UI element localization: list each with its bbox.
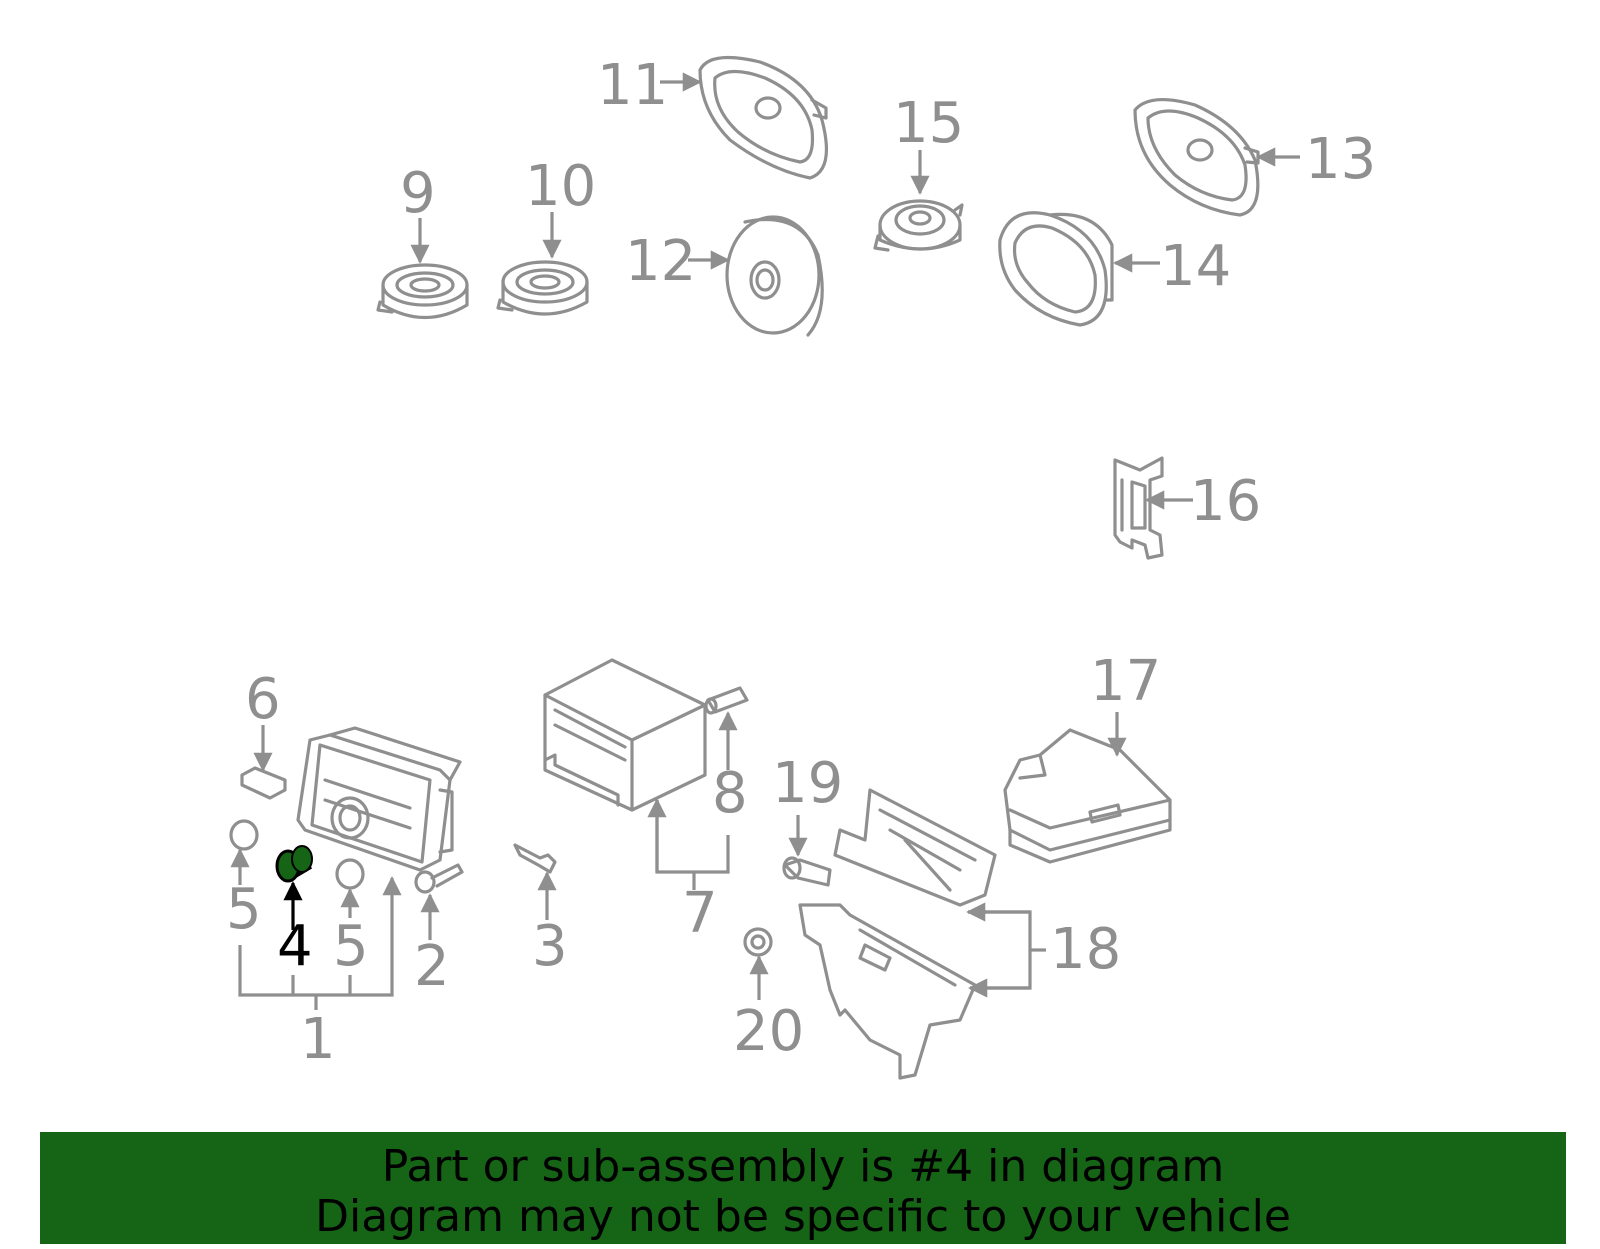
knob-5-left[interactable]: [229, 819, 259, 851]
label-20: 20: [733, 999, 804, 1064]
label-12: 12: [625, 229, 696, 294]
info-banner: Part or sub-assembly is #4 in diagram Di…: [40, 1132, 1566, 1244]
screw-3[interactable]: [513, 843, 557, 874]
bolt-19[interactable]: [782, 856, 832, 887]
knob-4-highlighted[interactable]: [275, 845, 313, 883]
leader-lines: [230, 72, 1300, 1010]
label-2: 2: [414, 934, 450, 999]
bracket-18[interactable]: [798, 788, 997, 1080]
label-10: 10: [525, 154, 596, 219]
knob-5-right[interactable]: [335, 858, 365, 890]
banner-line-1: Part or sub-assembly is #4 in diagram: [381, 1141, 1225, 1192]
label-5-left: 5: [226, 877, 262, 942]
label-1: 1: [300, 1007, 336, 1072]
label-17: 17: [1090, 649, 1161, 714]
module-7[interactable]: [543, 658, 707, 812]
banner-line-2: Diagram may not be specific to your vehi…: [315, 1191, 1291, 1242]
bracket-16[interactable]: [1113, 456, 1164, 560]
label-5-right: 5: [333, 914, 369, 979]
speaker-9[interactable]: [376, 263, 469, 320]
label-15: 15: [893, 91, 964, 156]
label-4: 4: [277, 914, 313, 979]
label-19: 19: [772, 751, 843, 816]
screw-2[interactable]: [414, 863, 464, 894]
label-8: 8: [712, 761, 748, 826]
pin-8[interactable]: [704, 686, 749, 715]
label-16: 16: [1190, 469, 1261, 534]
part-number-labels: 9 10 11 12 13 14 15 16 17 18 19 20 6 8 7…: [226, 53, 1376, 1072]
nut-20[interactable]: [743, 927, 773, 957]
speaker-11[interactable]: [698, 55, 829, 180]
speaker-10[interactable]: [496, 260, 589, 316]
label-18: 18: [1050, 917, 1121, 982]
tweeter-15[interactable]: [873, 199, 964, 252]
speaker-13[interactable]: [1133, 97, 1260, 217]
label-6: 6: [245, 667, 281, 732]
label-14: 14: [1160, 234, 1231, 299]
speaker-14[interactable]: [998, 211, 1114, 327]
amplifier-17[interactable]: [1003, 728, 1172, 864]
clip-6[interactable]: [240, 766, 287, 800]
label-11: 11: [597, 53, 668, 118]
label-13: 13: [1305, 127, 1376, 192]
label-7: 7: [682, 881, 718, 946]
label-9: 9: [400, 161, 436, 226]
head-unit-1[interactable]: [296, 726, 462, 872]
label-3: 3: [532, 914, 568, 979]
speaker-12[interactable]: [725, 215, 824, 337]
